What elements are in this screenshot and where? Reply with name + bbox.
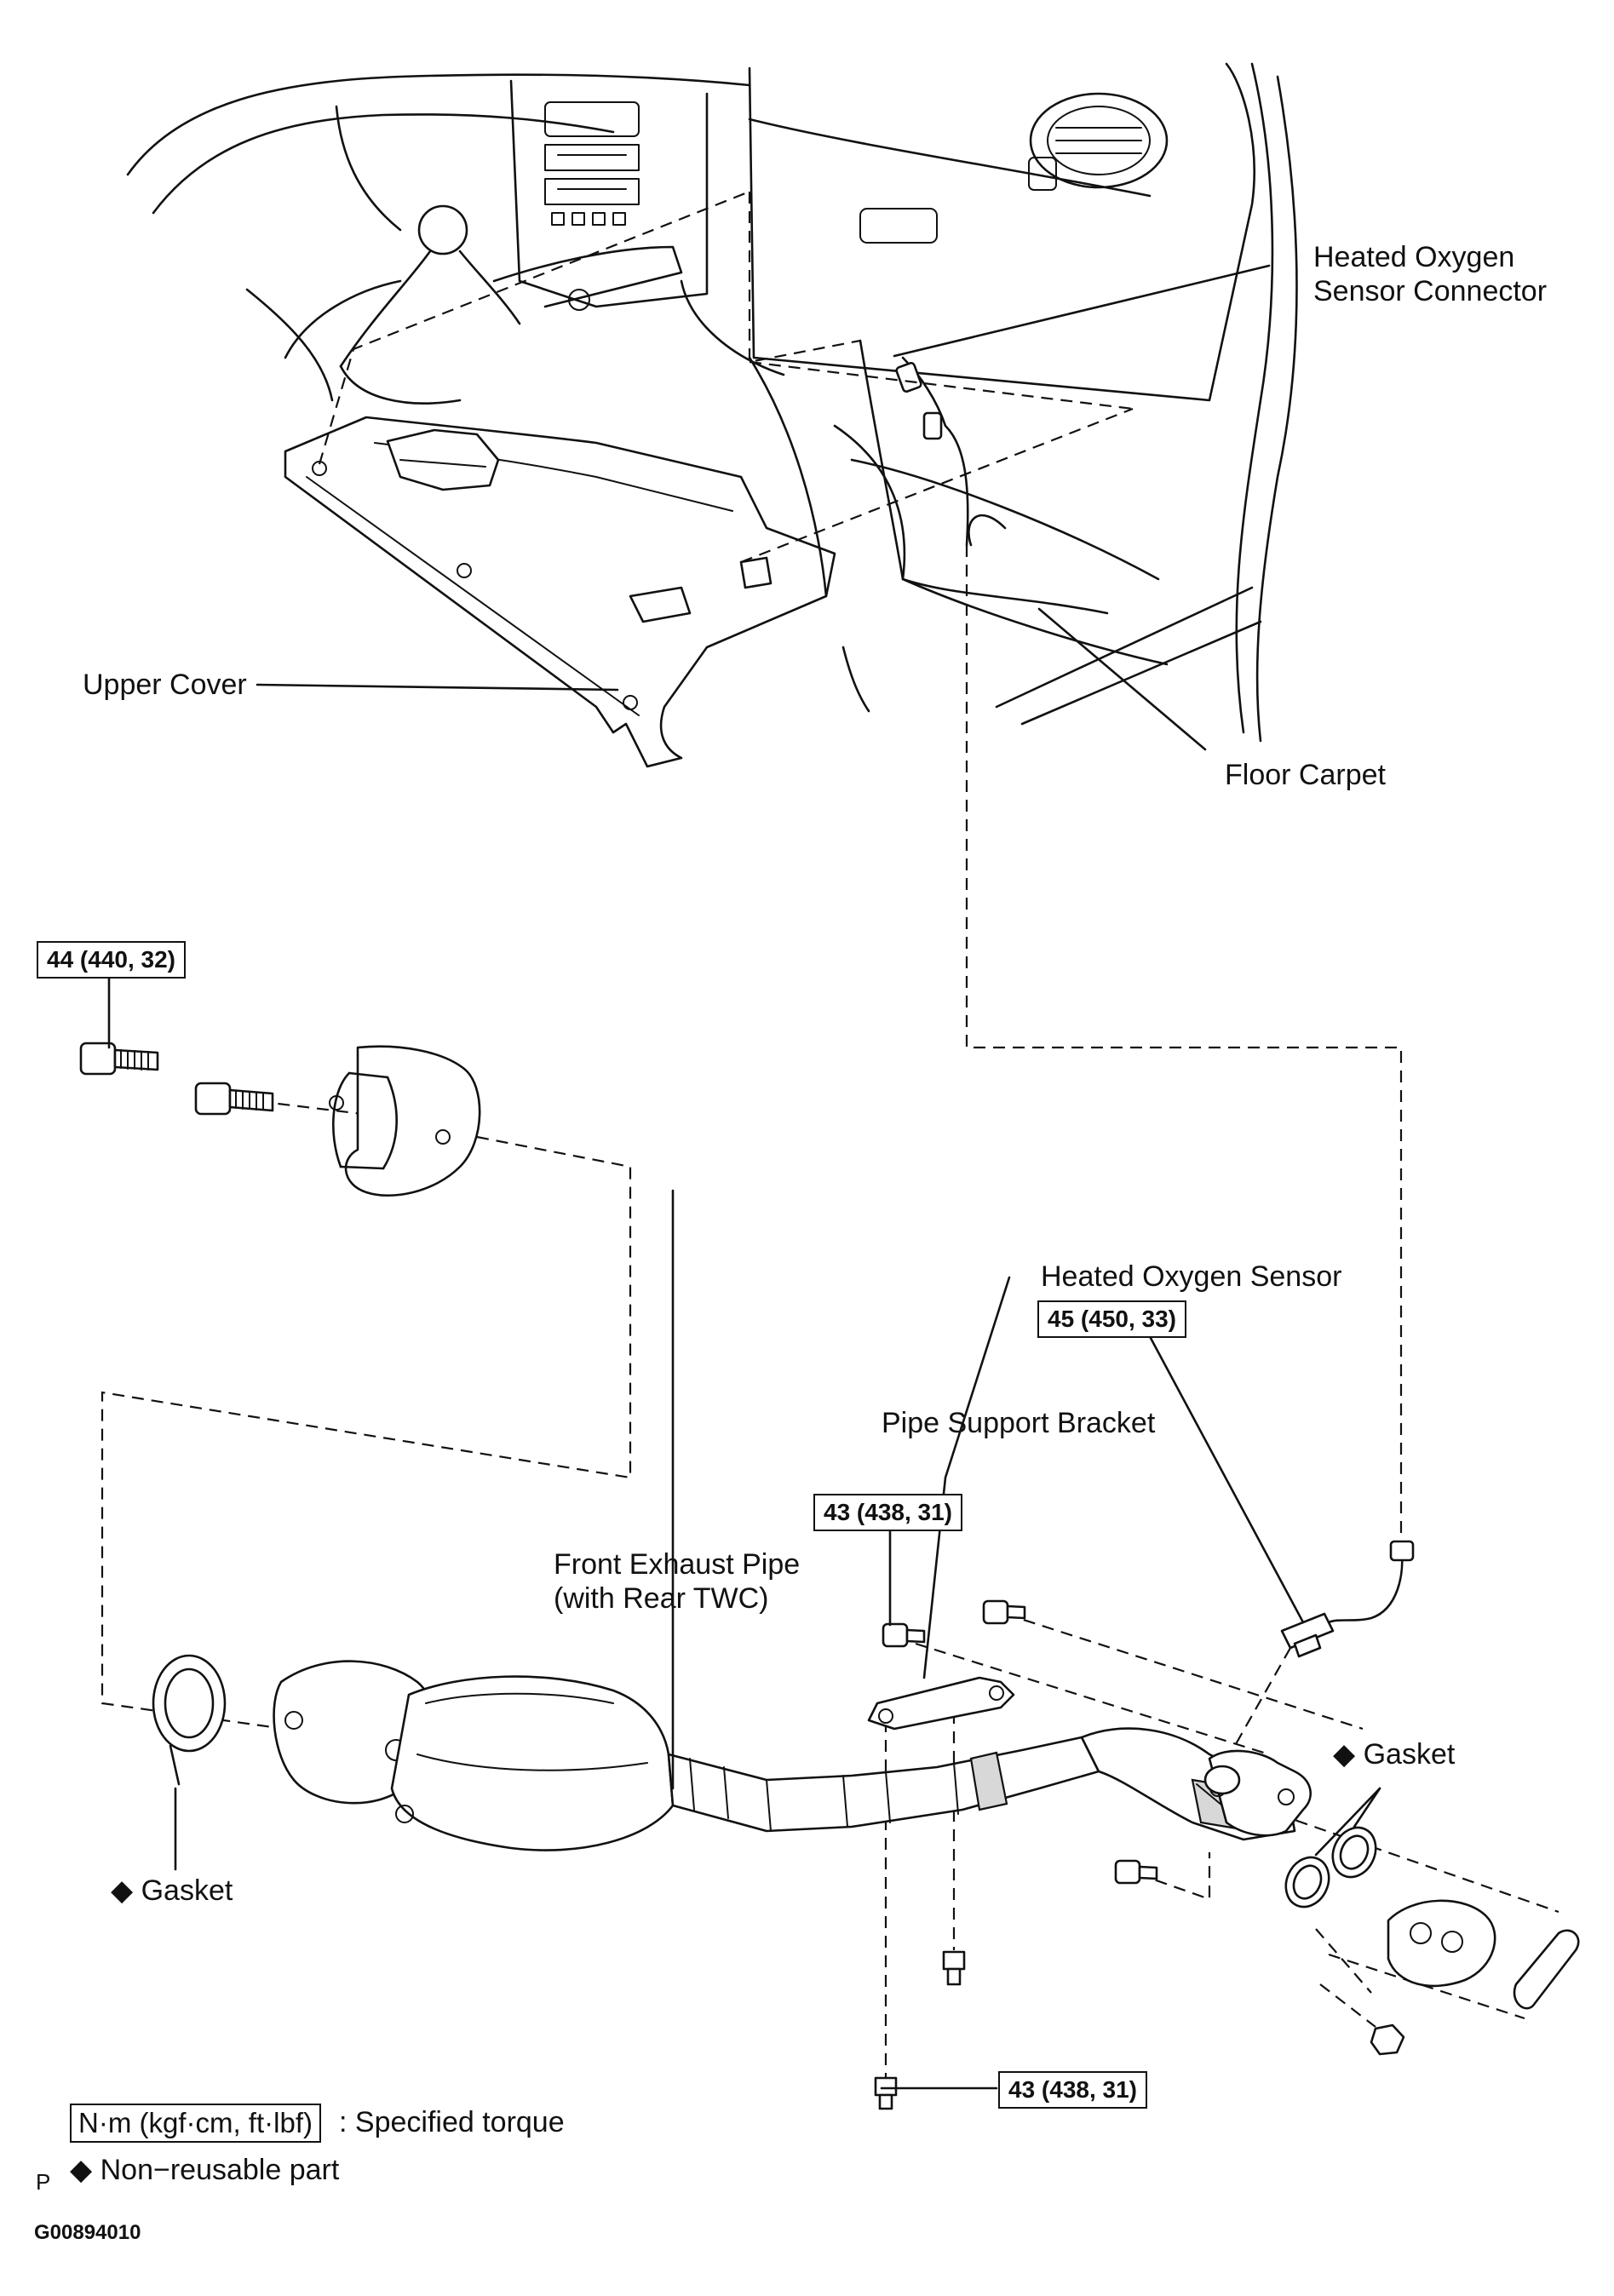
legend-non-reusable-text: Non−reusable part: [100, 2154, 340, 2186]
front-exhaust-pipe-label-1: Front Exhaust Pipe: [554, 1548, 801, 1581]
pipe-support-bracket-drawing: [867, 1676, 1015, 1731]
gasket-left-drawing: [152, 1654, 227, 1871]
gasket-right-label: ◆ Gasket: [1333, 1737, 1455, 1771]
heated-oxygen-sensor-connector-label-2: Sensor Connector: [1313, 275, 1548, 307]
heated-oxygen-sensor-connector-label-1: Heated Oxygen: [1313, 241, 1515, 273]
bolt-2: [194, 1082, 274, 1116]
non-reusable-diamond-icon: ◆: [1333, 1738, 1356, 1771]
figure-code: G00894010: [34, 2221, 141, 2244]
torque-upper-bolt: 44 (440, 32): [37, 941, 186, 979]
torque-oxygen-sensor: 45 (450, 33): [1037, 1300, 1186, 1338]
non-reusable-diamond-icon: ◆: [70, 2154, 93, 2186]
legend-torque-unit: N·m (kgf·cm, ft·lbf): [70, 2104, 321, 2143]
legend-non-reusable: ◆ Non−reusable part: [70, 2153, 339, 2187]
non-reusable-diamond-icon: ◆: [111, 1874, 134, 1907]
leader-lines: [107, 264, 1381, 2090]
heated-oxygen-sensor-label: Heated Oxygen Sensor: [1041, 1260, 1342, 1293]
front-exhaust-pipe-drawing: [273, 1660, 1312, 1851]
front-exhaust-pipe-label-2: (with Rear TWC): [554, 1582, 769, 1615]
small-bolts: [874, 1599, 1405, 2110]
torque-bracket-bolt: 43 (438, 31): [813, 1494, 962, 1531]
upper-cover-label: Upper Cover: [83, 669, 247, 701]
upper-bolts: [79, 1042, 481, 1197]
gasket-left-text: Gasket: [141, 1874, 233, 1907]
legend-torque-text: : Specified torque: [339, 2106, 565, 2138]
pipe-support-bracket-label: Pipe Support Bracket: [882, 1407, 1156, 1439]
bolt-1: [79, 1042, 159, 1076]
floor-carpet-label: Floor Carpet: [1225, 759, 1386, 791]
gasket-left-label: ◆ Gasket: [111, 1874, 233, 1908]
page-letter: P: [36, 2169, 51, 2195]
gasket-right-drawing: [1284, 1826, 1580, 2010]
torque-lower-bolt: 43 (438, 31): [998, 2071, 1147, 2109]
oxygen-sensor-drawing: [1280, 1540, 1415, 1658]
vehicle-interior-drawing: [126, 62, 1298, 768]
gasket-right-text: Gasket: [1363, 1738, 1456, 1771]
